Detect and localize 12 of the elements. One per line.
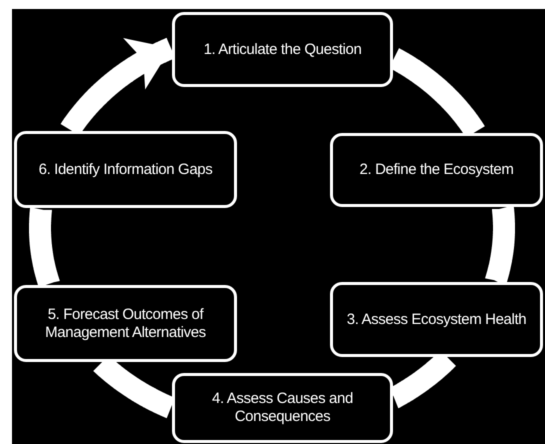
step-label: 6. Identify Information Gaps [38, 160, 212, 178]
step-label: 5. Forecast Outcomes of Management Alternatives [44, 306, 207, 342]
step-box [330, 282, 543, 357]
step-box [172, 373, 393, 443]
step-label: 4. Assess Causes and Consequences [211, 390, 354, 426]
step-box [330, 133, 543, 207]
step-label: 3. Assess Ecosystem Health [346, 310, 526, 328]
step-box [14, 285, 237, 362]
step-box [172, 12, 393, 87]
step-box [14, 131, 237, 208]
step-label: 2. Define the Ecosystem [360, 161, 514, 179]
step-label: 1. Articulate the Question [204, 40, 362, 58]
